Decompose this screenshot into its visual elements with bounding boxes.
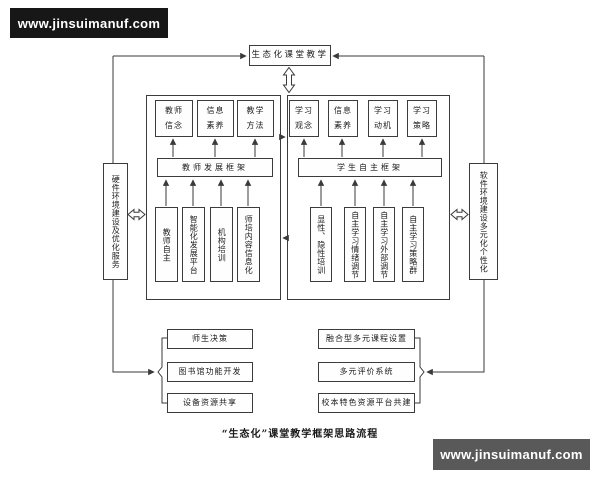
box-learning-motivation: 学习动机 bbox=[368, 100, 398, 137]
box-library-function: 图书馆功能开发 bbox=[167, 362, 253, 382]
watermark-bottom: www.jinsuimanuf.com bbox=[433, 439, 590, 470]
box-multi-evaluation: 多元评价系统 bbox=[318, 362, 415, 382]
box-teacher-belief: 教师信念 bbox=[155, 100, 193, 137]
student-frame bbox=[287, 95, 450, 300]
box-institution-training: 机构培训 bbox=[210, 207, 233, 282]
box-strategy-cluster: 自主学习策略群 bbox=[402, 207, 424, 282]
box-software-env: 软件环境建设多元化个性化 bbox=[469, 163, 498, 280]
box-intelligent-platform: 智能化发展平台 bbox=[182, 207, 205, 282]
box-school-resource-platform: 校本特色资源平台共建 bbox=[318, 393, 415, 413]
line-left-down-to-bracket bbox=[112, 56, 155, 376]
box-hardware-env: 硬件环境建设及优化服务 bbox=[103, 163, 128, 280]
box-teacher-autonomy: 教师自主 bbox=[155, 207, 178, 282]
box-learning-concept: 学习观念 bbox=[289, 100, 319, 137]
box-learning-strategy: 学习策略 bbox=[407, 100, 437, 137]
box-info-literacy-teacher: 信息素养 bbox=[197, 100, 234, 137]
teacher-development-bar: 教师发展框架 bbox=[157, 158, 273, 177]
box-teacher-student-decision: 师生决策 bbox=[167, 329, 253, 349]
student-autonomy-bar: 学生自主框架 bbox=[298, 158, 442, 177]
box-explicit-implicit-training: 显性、隐性培训 bbox=[310, 207, 332, 282]
box-teaching-method: 教学方法 bbox=[237, 100, 274, 137]
box-emotion-regulation: 自主学习情绪调节 bbox=[344, 207, 366, 282]
box-info-literacy-student: 信息素养 bbox=[328, 100, 358, 137]
teacher-frame bbox=[146, 95, 281, 300]
double-arrow-software-frame bbox=[450, 208, 469, 221]
bracket-bottom-left bbox=[157, 337, 167, 404]
watermark-top: www.jinsuimanuf.com bbox=[10, 8, 168, 38]
line-right-down-to-bracket bbox=[426, 56, 485, 376]
top-title-text: 生态化课堂教学 bbox=[251, 50, 329, 61]
double-arrow-title-frames bbox=[282, 66, 296, 94]
top-title-box: 生态化课堂教学 bbox=[249, 45, 331, 66]
watermark-top-text: www.jinsuimanuf.com bbox=[17, 15, 161, 31]
watermark-bottom-text: www.jinsuimanuf.com bbox=[440, 447, 583, 462]
diagram-caption: “生态化”课堂教学框架思路流程 bbox=[221, 429, 379, 440]
bracket-bottom-right bbox=[415, 337, 425, 404]
box-equipment-sharing: 设备资源共享 bbox=[167, 393, 253, 413]
box-training-content-informatization: 师培内容信息化 bbox=[237, 207, 260, 282]
box-integrated-curriculum: 融合型多元课程设置 bbox=[318, 329, 415, 349]
box-external-regulation: 自主学习外部调节 bbox=[373, 207, 395, 282]
double-arrow-hardware-frame bbox=[127, 208, 146, 221]
